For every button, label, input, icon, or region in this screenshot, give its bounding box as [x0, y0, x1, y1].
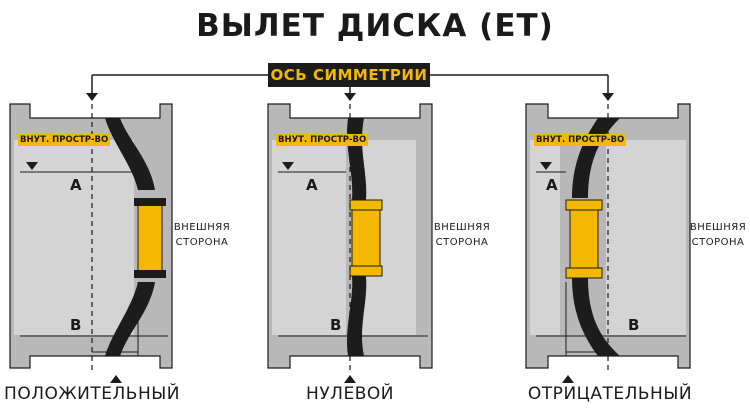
- dimension-b-label: B: [330, 316, 342, 334]
- wheel-negative: [525, 103, 691, 383]
- hub-mount: [137, 199, 163, 277]
- diagram-title: ВЫЛЕТ ДИСКА (ET): [196, 8, 554, 44]
- outer-side-line-1: ВНЕШНЯЯ: [433, 222, 491, 233]
- outer-side-line-2: СТОРОНА: [175, 237, 229, 248]
- dimension-a-label: A: [306, 176, 318, 194]
- outer-side-label: ВНЕШНЯЯ СТОРОНА: [688, 220, 748, 250]
- symmetry-axis-bracket: [91, 74, 609, 93]
- wheel-positive: [9, 103, 173, 383]
- outer-side-line-2: СТОРОНА: [435, 237, 489, 248]
- caption-negative: ОТРИЦАТЕЛЬНЫЙ: [527, 384, 693, 404]
- hub-mount: [351, 209, 381, 267]
- outer-side-label: ВНЕШНЯЯ СТОРОНА: [432, 220, 492, 250]
- dimension-a-label: A: [546, 176, 558, 194]
- outer-side-line-1: ВНЕШНЯЯ: [173, 222, 231, 233]
- dimension-a-label: A: [70, 176, 82, 194]
- symmetry-axis-label: ОСЬ СИММЕТРИИ: [268, 63, 430, 87]
- caption-zero: НУЛЕВОЙ: [306, 384, 394, 404]
- inner-space-label: ВНУТ. ПРОСТР-ВО: [18, 134, 111, 146]
- outer-side-label: ВНЕШНЯЯ СТОРОНА: [172, 220, 232, 250]
- caption-positive: ПОЛОЖИТЕЛЬНЫЙ: [4, 384, 180, 404]
- inner-space-label: ВНУТ. ПРОСТР-ВО: [534, 134, 627, 146]
- spoke-profile: [105, 118, 155, 190]
- dimension-b-label: B: [70, 316, 82, 334]
- hub-mount: [569, 209, 599, 269]
- inner-space-label: ВНУТ. ПРОСТР-ВО: [276, 134, 369, 146]
- axis-arrowheads: [86, 93, 614, 101]
- outer-side-line-2: СТОРОНА: [691, 237, 745, 248]
- dimension-b-label: B: [628, 316, 640, 334]
- outer-side-line-1: ВНЕШНЯЯ: [689, 222, 747, 233]
- spoke-profile: [572, 118, 620, 198]
